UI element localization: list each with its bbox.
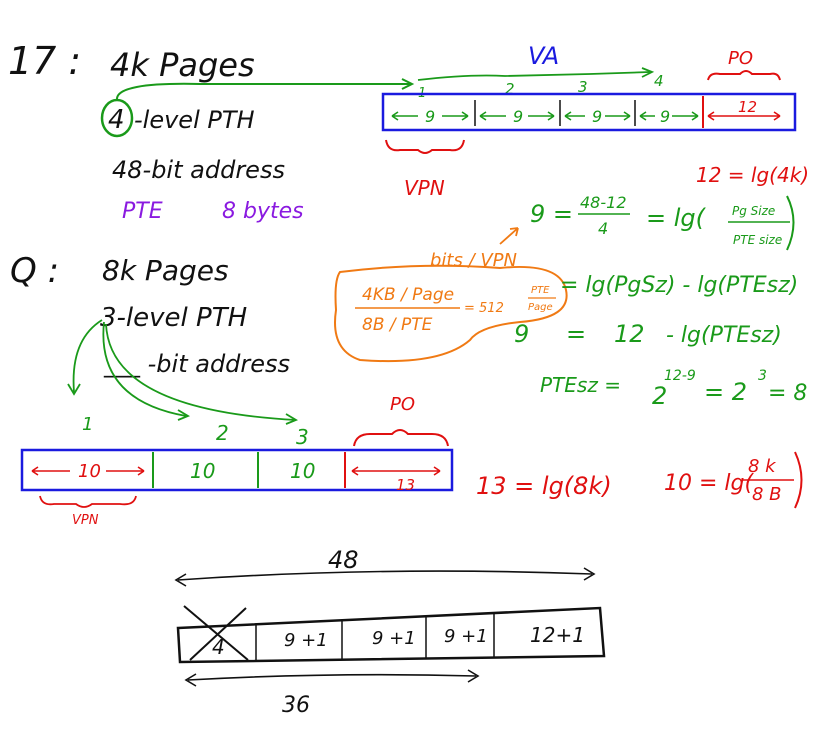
arrowhead [641, 67, 655, 78]
va-box [381, 92, 797, 132]
orange-den: 8B / PTE [362, 315, 433, 335]
paren [786, 195, 795, 251]
box8k-offset: 13 [396, 476, 415, 494]
arrowhead [467, 669, 480, 683]
po-brace [707, 70, 781, 81]
va-field-4: 9 [660, 107, 670, 126]
box8k-eq-b-den: 8 B [752, 484, 782, 505]
eq-line-2: = lg(PgSz) - lg(PTEsz) [560, 273, 798, 298]
eq-line-4-b: 2 [652, 382, 667, 410]
bottom-field-3: 9 +1 [444, 626, 488, 647]
q17-levels-text: -level PTH [134, 106, 255, 134]
q17-pte-size: 8 bytes [222, 199, 304, 224]
arrowhead [174, 573, 187, 587]
q17-pages: 4k Pages [110, 46, 255, 84]
bottom-box [176, 606, 606, 664]
arrowhead [184, 673, 197, 687]
va-field-2: 9 [513, 107, 523, 126]
va-field-1: 9 [425, 107, 435, 126]
box8k-field-3: 10 [290, 459, 315, 483]
eq-line-4-sup2: 3 [758, 368, 767, 384]
levels-to-va-arrow [116, 82, 410, 101]
q17-address: 48-bit address [112, 156, 285, 184]
paren [794, 451, 803, 509]
va-level-3: 3 [578, 78, 588, 96]
box8k-eq-a: 13 = lg(8k) [476, 472, 612, 500]
eq-line-3-d: - lg(PTEsz) [666, 323, 782, 348]
box8k-po-label: PO [390, 394, 415, 415]
orange-callout [334, 264, 568, 363]
box8k-vpn-brace [39, 495, 137, 508]
eq-line-4-d: = 8 [768, 381, 807, 406]
box8k [20, 448, 454, 492]
va-offset-arrow [707, 111, 781, 121]
bits-arrow [499, 227, 519, 245]
box8k-po-brace [353, 429, 449, 447]
q-level-arrows [67, 319, 299, 425]
box8k-level-2: 2 [216, 421, 229, 445]
q-pages: 8k Pages [102, 254, 229, 287]
question-17-notes: 17 : 4k Pages 4 -level PTH 48-bit addres… [8, 39, 304, 224]
box-8k-diagram: 1 2 3 PO 10 10 10 13 VPN 13 = lg(8k) 10 … [20, 394, 803, 528]
eq-lg: = lg( [646, 204, 707, 232]
eq-line-3-b: = [566, 320, 586, 348]
length-arrow-36 [187, 673, 477, 681]
eq-line-4-sup: 12-9 [664, 368, 696, 384]
bottom-field-4: 12+1 [530, 623, 585, 647]
vpn-brace [385, 139, 465, 154]
va-offset: 12 [738, 98, 757, 116]
q17-label: 17 : [8, 39, 81, 83]
va-vpn-label: VPN [404, 176, 445, 200]
box8k-eq-b-num: 8 k [748, 456, 777, 477]
q-address: ___ -bit address [103, 350, 290, 378]
bottom-address-diagram: 48 4 9 +1 9 +1 9 +1 12+1 36 [174, 546, 606, 718]
bottom-crossed-field: 4 [212, 635, 225, 659]
eq-line-3-c: 12 [614, 320, 645, 348]
box8k-field-1: 10 [78, 461, 101, 482]
q-label: Q : [10, 251, 59, 291]
length-arrow-48 [177, 570, 593, 581]
va-title: VA [528, 42, 559, 70]
orange-pte: PTE [531, 285, 550, 296]
eq-line-4-c: = 2 [704, 378, 747, 406]
eq-nine: 9 = [530, 200, 573, 228]
box8k-vpn-label: VPN [72, 513, 99, 528]
q17-pte: PTE [122, 199, 163, 224]
question-q-notes: Q : 8k Pages 3-level PTH ___ -bit addres… [10, 251, 290, 378]
arrowhead [401, 78, 415, 90]
orange-page: Page [528, 302, 553, 313]
math-derivation: 12 = lg(4k) 9 = 48-12 4 = lg( Pg Size PT… [334, 163, 809, 410]
bottom-field-2: 9 +1 [372, 628, 416, 649]
va-diagram: VA PO 1 2 3 4 9 9 9 9 12 [381, 42, 797, 200]
va-field-3: 9 [592, 107, 602, 126]
va-level-4: 4 [654, 72, 664, 90]
eq-frac-den: 4 [598, 219, 608, 238]
box8k-eq-b-left: 10 = lg( [664, 471, 754, 496]
eq-frac-num: 48-12 [580, 193, 627, 212]
bottom-field-1: 9 +1 [284, 630, 328, 651]
bottom-top-length: 48 [328, 546, 359, 574]
q-levels: 3-level PTH [100, 303, 247, 333]
eq-line-4-a: PTEsz = [540, 373, 621, 397]
eq-pte-size: PTE size [733, 233, 782, 247]
q17-levels-num: 4 [108, 105, 125, 135]
box8k-field-2: 10 [190, 459, 215, 483]
va-field-arrows [391, 111, 699, 121]
level-progress-arrow [417, 71, 651, 81]
cross-out-mark [183, 605, 249, 661]
orange-eq: = 512 [464, 301, 504, 316]
box8k-level-1: 1 [82, 414, 93, 435]
orange-num: 4KB / Page [362, 285, 454, 305]
bottom-bottom-length: 36 [282, 693, 310, 718]
va-po-label: PO [728, 48, 753, 69]
eq-line-3-a: 9 [514, 320, 529, 348]
box8k-level-3: 3 [296, 425, 309, 449]
box8k-field-arrow [31, 466, 441, 476]
eq-po-size: 12 = lg(4k) [696, 163, 809, 187]
va-level-2: 2 [505, 80, 515, 98]
eq-pg-size: Pg Size [732, 204, 775, 218]
arrowhead [583, 567, 596, 581]
